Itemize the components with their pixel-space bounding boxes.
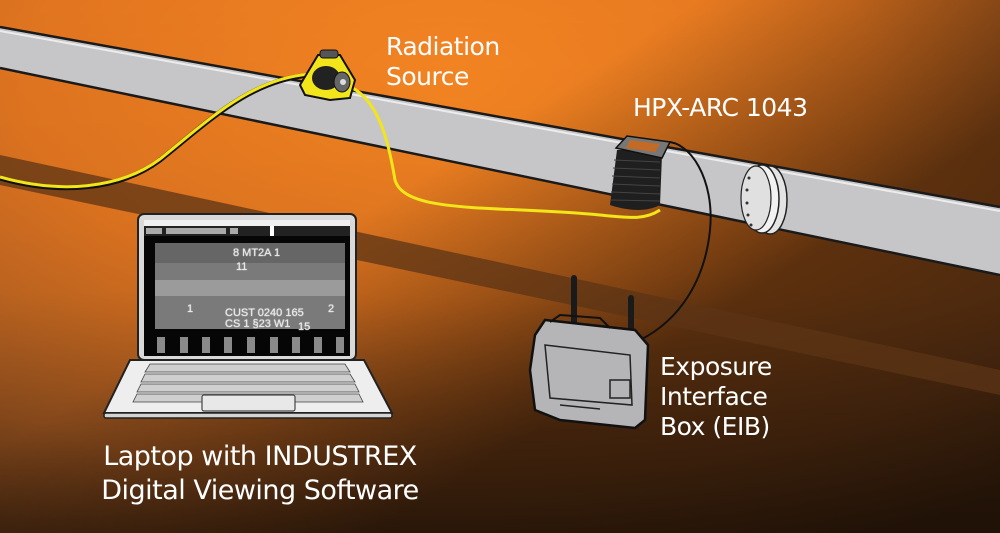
label-eib: Exposure Interface Box (EIB) <box>660 352 772 441</box>
laptop-icon <box>102 213 394 419</box>
screen-bottom-num: 15 <box>298 321 311 333</box>
screen-cust-line1: CUST 0240 165 <box>225 307 304 319</box>
screen-top-marker: 8 MT2A 1 <box>233 247 281 259</box>
black-cable <box>639 140 712 341</box>
radiation-source-icon <box>298 49 357 102</box>
label-radiation-source: Radiation Source <box>386 32 500 91</box>
pipe-flange <box>740 164 788 235</box>
eib-case-icon <box>528 275 650 430</box>
yellow-cable-right <box>344 83 661 219</box>
thumbnail-strip <box>157 337 344 353</box>
screen-right-num: 2 <box>328 303 335 315</box>
screen-left-num: 1 <box>187 303 194 315</box>
screen-sub-marker: 11 <box>236 261 248 273</box>
label-laptop: Laptop with INDUSTREX Digital Viewing So… <box>101 441 419 506</box>
screen-cust-line2: CS 1 §23 W1 <box>225 318 291 330</box>
label-hpx-arc: HPX-ARC 1043 <box>633 93 808 122</box>
hpx-arc-device-icon <box>610 135 672 210</box>
